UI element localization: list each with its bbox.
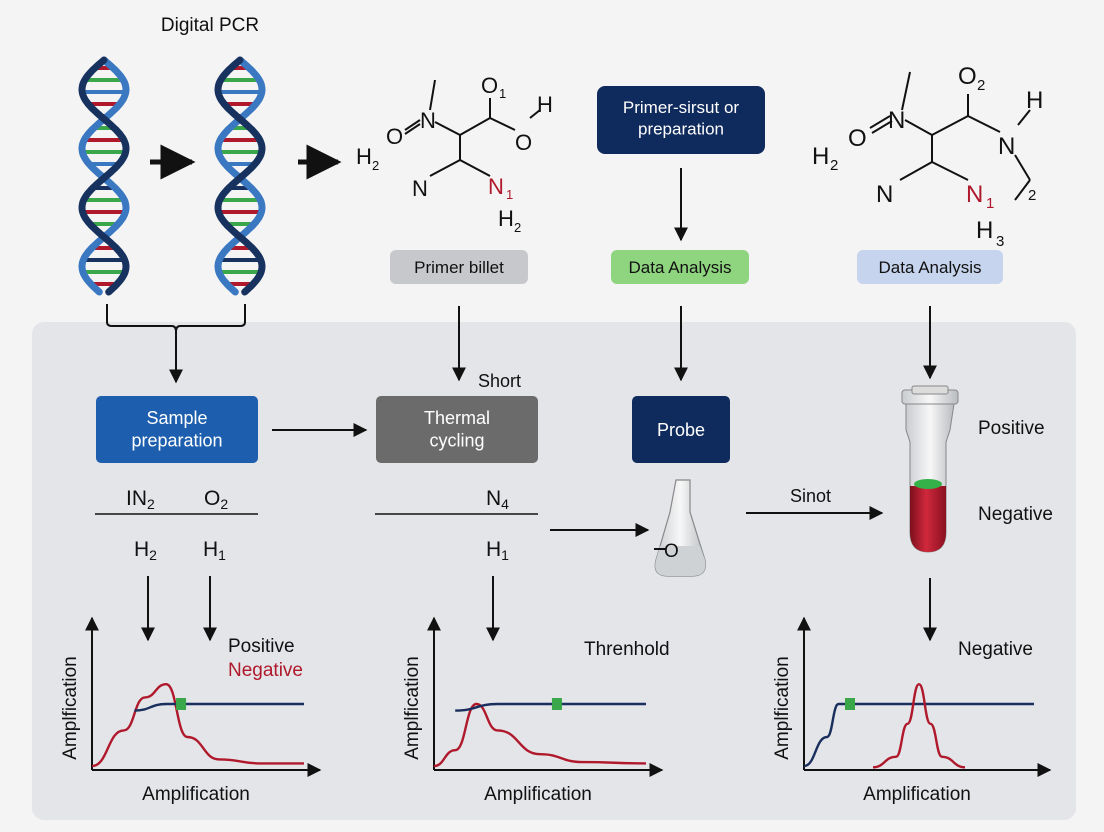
y-axis-label: Amplfication (402, 656, 423, 760)
svg-text:1: 1 (499, 86, 506, 101)
svg-text:H: H (976, 217, 993, 244)
amplification-chart-2: Amplification Amplfication Threnhold (402, 616, 670, 805)
svg-text:O: O (664, 541, 679, 562)
svg-text:O: O (481, 73, 498, 98)
svg-text:2: 2 (977, 77, 985, 94)
process-panel (32, 322, 1076, 820)
threshold-marker (551, 698, 562, 710)
dna-helix-icon (78, 56, 130, 296)
data-analysis-box-blue: Data Analysis (857, 250, 1003, 284)
svg-text:N: N (412, 176, 428, 201)
svg-text:2: 2 (372, 158, 379, 173)
y-axis-label: Amplfication (772, 656, 793, 760)
x-axis-label: Amplification (484, 784, 592, 805)
test-tube-icon (901, 385, 959, 553)
svg-text:O: O (958, 63, 977, 90)
svg-text:Data Analysis: Data Analysis (629, 258, 732, 277)
svg-text:H: H (537, 92, 553, 117)
svg-text:1: 1 (506, 187, 513, 202)
merge-bracket (106, 304, 246, 333)
svg-text:H1: H1 (486, 538, 509, 563)
svg-text:1: 1 (986, 195, 994, 212)
series-line (872, 682, 966, 769)
svg-text:H: H (356, 144, 372, 169)
formula-left: IN2 O2 H2 H1 (95, 487, 258, 563)
svg-text:N4: N4 (486, 487, 509, 512)
svg-text:H: H (1026, 87, 1043, 114)
svg-text:IN2: IN2 (126, 487, 155, 512)
sinot-label: Sinot (790, 486, 831, 506)
svg-text:N: N (888, 107, 905, 134)
threshold-marker (845, 698, 855, 710)
series-line (91, 682, 304, 768)
svg-text:Probe: Probe (657, 420, 705, 440)
svg-text:O2: O2 (204, 487, 228, 512)
svg-text:3: 3 (996, 233, 1004, 250)
primer-billet-box: Primer billet (390, 250, 528, 284)
svg-text:Data Analysis: Data Analysis (879, 258, 982, 277)
diagram-title: Digital PCR (161, 15, 259, 36)
series-line (803, 702, 1034, 768)
x-axis-label: Amplification (142, 784, 250, 805)
svg-text:2: 2 (1028, 187, 1036, 204)
series-line (455, 702, 646, 712)
svg-text:Primer billet: Primer billet (414, 258, 504, 277)
svg-text:2: 2 (830, 157, 838, 174)
svg-text:H: H (812, 143, 829, 170)
y-axis-label: Amplfication (60, 656, 81, 760)
svg-text:O: O (386, 124, 403, 149)
conical-flask-icon: O (654, 479, 707, 577)
amplification-chart-1: Amplification Amplfication PositiveNegativ… (60, 616, 322, 805)
negative-label: Negative (978, 504, 1053, 525)
short-label: Short (478, 371, 521, 391)
probe-box: Probe (632, 396, 730, 463)
chart-annotation: Threnhold (584, 639, 670, 660)
chart-annotation: Negative (958, 639, 1033, 660)
positive-label: Positive (978, 418, 1045, 439)
x-axis-label: Amplification (863, 784, 971, 805)
svg-text:N: N (876, 181, 893, 208)
chart-annotation: Positive (228, 636, 295, 657)
svg-text:N: N (488, 174, 504, 199)
molecule-right: O N O 2 H N H 2 N N 1 2 H 3 (812, 63, 1043, 250)
formula-middle: N4 H1 (375, 487, 538, 563)
molecule-left: O N O 1 O H H 2 N N 1 H 2 (356, 73, 553, 235)
svg-text:N: N (420, 108, 436, 133)
threshold-marker (176, 698, 187, 710)
dna-helix-icon (214, 56, 266, 296)
svg-text:O: O (515, 130, 532, 155)
svg-text:O: O (848, 125, 867, 152)
series-line (134, 702, 304, 712)
svg-text:H: H (498, 206, 514, 231)
data-analysis-box-green: Data Analysis (611, 250, 749, 284)
chart-annotation: Negative (228, 660, 303, 681)
amplification-chart-3: Amplification Amplfication Negative (772, 616, 1052, 805)
svg-text:N: N (966, 181, 983, 208)
svg-text:H1: H1 (203, 538, 226, 563)
series-line (433, 702, 647, 768)
svg-text:2: 2 (514, 220, 521, 235)
svg-text:N: N (998, 133, 1015, 160)
svg-text:H2: H2 (134, 538, 157, 563)
